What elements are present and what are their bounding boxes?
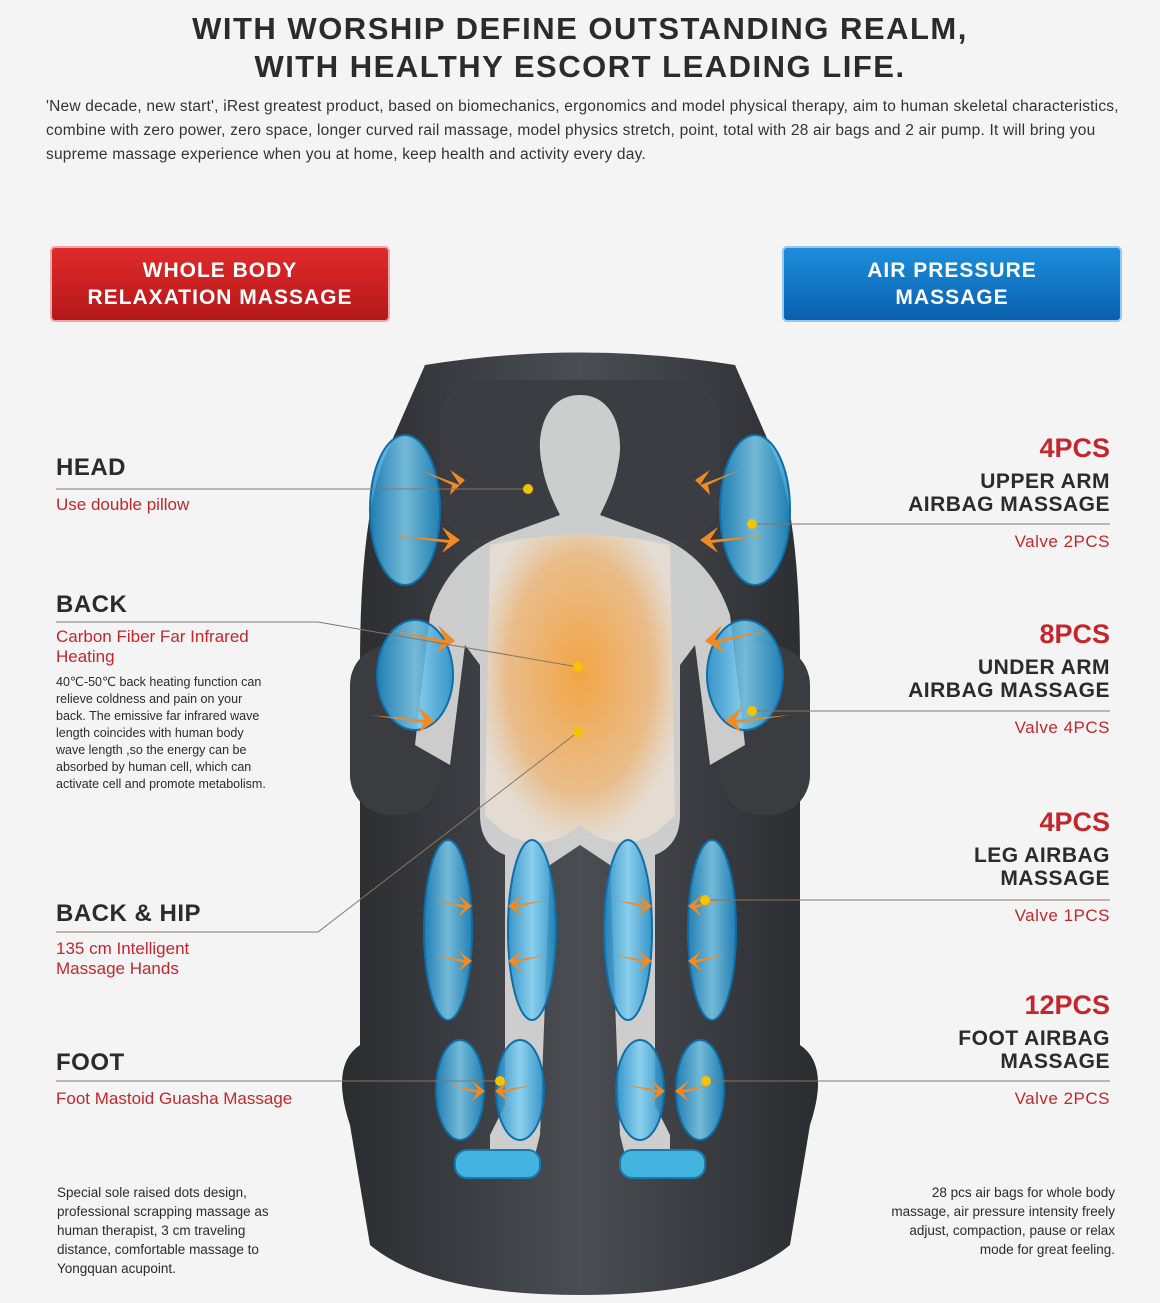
airbag-note-line: mode for great feeling. <box>979 1242 1115 1257</box>
banner-right-line-1: AIR PRESSURE <box>867 259 1037 282</box>
banner-right-line-2: MASSAGE <box>895 286 1009 309</box>
leg-valve: Valve 1PCS <box>1014 906 1110 925</box>
upper-arm-count: 4PCS <box>1039 433 1110 463</box>
under-arm-count: 8PCS <box>1039 619 1110 649</box>
airbag-note-line: adjust, compaction, pause or relax <box>909 1223 1115 1238</box>
back-hip-subtitle: 135 cm Intelligent Massage Hands <box>56 939 189 979</box>
foot-airbag-valve: Valve 2PCS <box>1014 1089 1110 1108</box>
back-subtitle-line-1: Carbon Fiber Far Infrared <box>56 627 249 646</box>
back-hip-title: BACK & HIP <box>56 900 202 927</box>
back-desc-line: 40℃-50℃ back heating function can <box>56 675 262 689</box>
upper-arm-valve: Valve 2PCS <box>1014 532 1110 551</box>
back-desc-line: absorbed by human cell, which can <box>56 760 252 774</box>
under-arm-title-line-1: UNDER ARM <box>977 656 1110 679</box>
back-hip-subtitle-line-1: 135 cm Intelligent <box>56 939 190 958</box>
foot-subtitle: Foot Mastoid Guasha Massage <box>56 1089 293 1108</box>
intro-paragraph: 'New decade, new start', iRest greatest … <box>46 98 1119 163</box>
sole-note-line: Yongquan acupoint. <box>57 1261 176 1276</box>
sole-note-line: distance, comfortable massage to <box>57 1242 259 1257</box>
headline-line-2: WITH HEALTHY ESCORT LEADING LIFE. <box>254 49 906 84</box>
leg-count: 4PCS <box>1039 807 1110 837</box>
left-foot-pad <box>454 1149 541 1179</box>
upper-arm-title-line-1: UPPER ARM <box>980 470 1110 493</box>
foot-airbag-count: 12PCS <box>1024 990 1110 1020</box>
under-arm-feature: 8PCS UNDER ARM AIRBAG MASSAGE Valve 4PCS <box>908 619 1110 738</box>
foot-airbag-title-line-1: FOOT AIRBAG <box>958 1027 1110 1050</box>
upper-arm-title-line-2: AIRBAG MASSAGE <box>908 493 1110 516</box>
airbag-summary-note: 28 pcs air bags for whole body massage, … <box>891 1183 1115 1259</box>
banner-left-line-2: RELAXATION MASSAGE <box>87 286 353 309</box>
back-subtitle-line-2: Heating <box>56 647 115 666</box>
sole-note-line: Special sole raised dots design, <box>57 1185 247 1200</box>
foot-airbag-feature: 12PCS FOOT AIRBAG MASSAGE Valve 2PCS <box>958 990 1110 1109</box>
under-arm-valve: Valve 4PCS <box>1014 718 1110 737</box>
page-headline: WITH WORSHIP DEFINE OUTSTANDING REALM, W… <box>0 10 1160 86</box>
leg-title-line-2: MASSAGE <box>1000 867 1110 890</box>
banner-left-line-1: WHOLE BODY <box>142 259 298 282</box>
back-hip-subtitle-line-2: Massage Hands <box>56 959 179 978</box>
upper-arm-feature: 4PCS UPPER ARM AIRBAG MASSAGE Valve 2PCS <box>908 433 1110 552</box>
back-subtitle: Carbon Fiber Far Infrared Heating <box>56 627 249 667</box>
back-desc-line: activate cell and promote metabolism. <box>56 777 266 791</box>
leg-feature: 4PCS LEG AIRBAG MASSAGE Valve 1PCS <box>974 807 1110 926</box>
under-arm-title-line-2: AIRBAG MASSAGE <box>908 679 1110 702</box>
head-title: HEAD <box>56 454 127 481</box>
right-foot-pad <box>619 1149 706 1179</box>
back-desc-line: relieve coldness and pain on your <box>56 692 243 706</box>
heating-zone <box>485 535 675 843</box>
airbag-note-line: massage, air pressure intensity freely <box>891 1204 1115 1219</box>
back-description: 40℃-50℃ back heating function can reliev… <box>56 674 266 793</box>
massage-chair-illustration <box>342 352 818 1295</box>
airbag-note-line: 28 pcs air bags for whole body <box>931 1185 1115 1200</box>
whole-body-banner: WHOLE BODY RELAXATION MASSAGE <box>50 246 390 322</box>
back-desc-line: length coincides with human body <box>56 726 244 740</box>
foot-airbag-title-line-2: MASSAGE <box>1000 1050 1110 1073</box>
back-desc-line: back. The emissive far infrared wave <box>56 709 260 723</box>
leg-title-line-1: LEG AIRBAG <box>973 844 1110 867</box>
back-desc-line: wave length ,so the energy can be <box>56 743 247 757</box>
head-subtitle: Use double pillow <box>56 495 190 514</box>
air-pressure-banner: AIR PRESSURE MASSAGE <box>782 246 1122 322</box>
back-title: BACK <box>56 591 128 618</box>
sole-note-line: human therapist, 3 cm traveling <box>57 1223 246 1238</box>
headline-line-1: WITH WORSHIP DEFINE OUTSTANDING REALM, <box>192 11 968 46</box>
foot-title: FOOT <box>56 1049 125 1076</box>
sole-design-note: Special sole raised dots design, profess… <box>57 1183 269 1278</box>
sole-note-line: professional scrapping massage as <box>57 1204 269 1219</box>
